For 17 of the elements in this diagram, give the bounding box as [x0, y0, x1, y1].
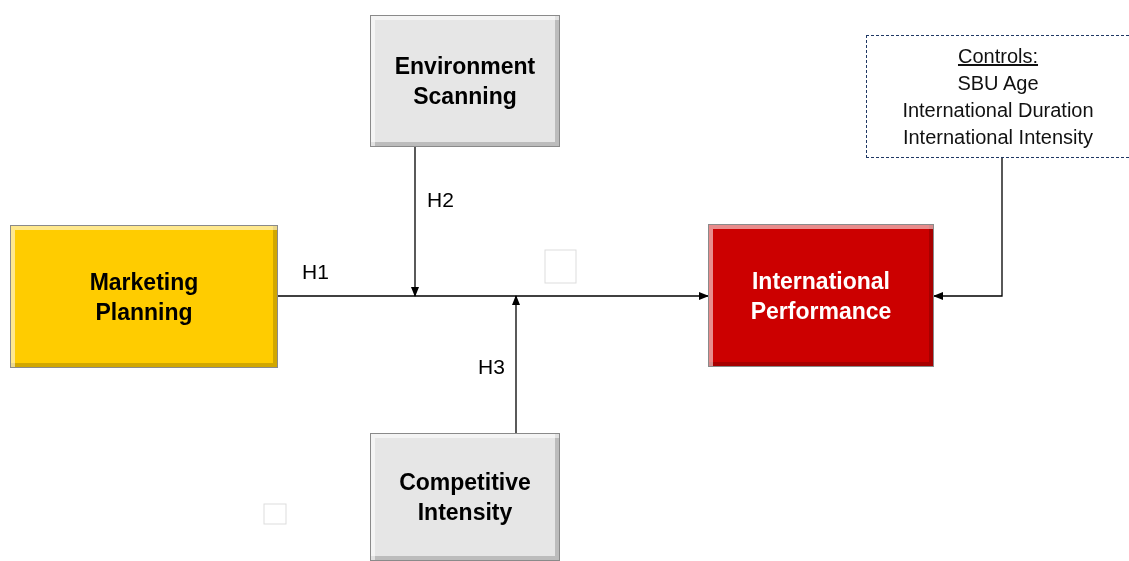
- arrow: [277, 292, 709, 300]
- controls-heading: Controls:: [958, 43, 1038, 69]
- construct-label: Marketing Planning: [88, 267, 200, 327]
- construct-label: Environment Scanning: [393, 52, 537, 111]
- control-variable: SBU Age: [957, 70, 1039, 96]
- control-variable: International Duration: [902, 97, 1094, 123]
- construct-label: Competitive Intensity: [398, 468, 532, 527]
- arrow: [411, 146, 419, 297]
- construct-box: [370, 15, 560, 147]
- arrow: [933, 157, 1003, 300]
- controls-box: [866, 35, 1129, 158]
- control-variable: International Intensity: [902, 124, 1094, 150]
- construct-box: [370, 433, 560, 561]
- construct-box: [708, 224, 934, 367]
- arrow: [512, 295, 520, 434]
- construct-label: International Performance: [749, 266, 893, 326]
- construct-box: [10, 225, 278, 368]
